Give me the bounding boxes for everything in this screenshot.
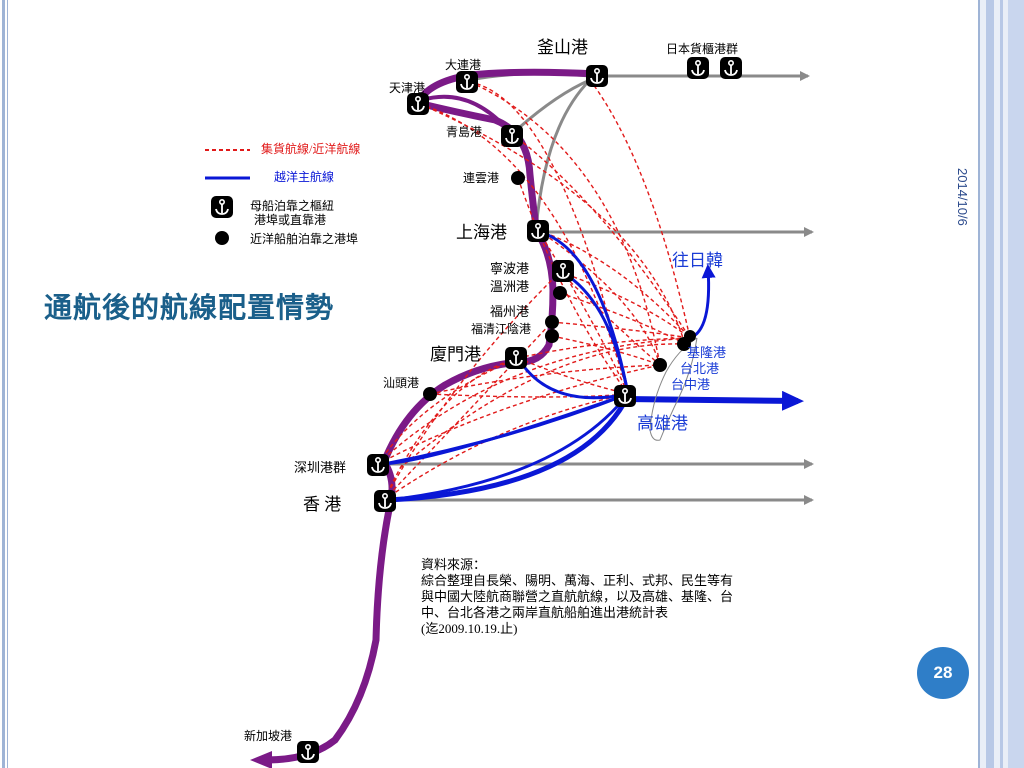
route-busan-shanghai (534, 78, 592, 231)
legend-hub-label-2: 港埠或直靠港 (254, 213, 326, 227)
label-lianyungang: 連雲港 (463, 171, 499, 185)
anchor-icon-hongkong (373, 489, 397, 513)
label-japan-group: 日本貨櫃港群 (666, 41, 738, 56)
label-busan: 釜山港 (537, 38, 588, 57)
label-shantou: 汕頭港 (383, 376, 419, 390)
anchor-icon-busan (585, 64, 609, 88)
label-fuqing: 福清江陰港 (471, 321, 531, 336)
anchor-icon-shanghai (526, 219, 550, 243)
route-busan-qingdao (510, 78, 591, 136)
source-note-line-3: 中、台北各港之兩岸直航船舶進出港統計表 (421, 605, 669, 620)
hub-port-icons (296, 56, 743, 764)
right-side-band (978, 0, 1024, 768)
port-labels: 釜山港 日本貨櫃港群 大連港 天津港 青島港 連雲港 上海港 寧波港 溫洲港 福… (244, 38, 738, 743)
blue-ocean-routes (383, 230, 804, 503)
source-note-line-4: (迄2009.10.19.止) (421, 621, 518, 636)
port-dot-taipei (684, 330, 696, 342)
red-dashed-routes (377, 79, 691, 501)
taiwan-outline (649, 337, 698, 441)
label-ningbo: 寧波港 (490, 261, 529, 276)
label-shanghai: 上海港 (456, 223, 507, 242)
port-dot-fuqing (545, 329, 559, 343)
page-number: 28 (933, 663, 953, 682)
label-wenzhou: 溫洲港 (490, 279, 529, 294)
source-note-line-2: 與中國大陸航商聯營之直航航線，以及高雄、基隆、台 (421, 589, 734, 604)
legend-ocean-label: 越洋主航線 (274, 169, 334, 184)
legend-regional-label: 近洋船舶泊靠之港埠 (250, 231, 358, 246)
anchor-icon-qingdao (500, 124, 524, 148)
port-dot-wenzhou (553, 286, 567, 300)
label-qingdao: 青島港 (446, 124, 482, 139)
page-number-badge: 28 (917, 647, 969, 699)
source-note-line-1: 綜合整理自長榮、陽明、萬海、正利、式邦、民生等有 (421, 573, 734, 588)
legend: 集貨航線/近洋航線 越洋主航線 母船泊靠之樞紐 港埠或直靠港 近洋船舶泊靠之港埠 (205, 141, 360, 246)
slide-date: 2014/10/6 (955, 168, 970, 226)
label-tianjin: 天津港 (389, 81, 425, 95)
slide-title: 通航後的航線配置情勢 (44, 291, 335, 324)
legend-anchor-icon (210, 195, 234, 219)
port-dot-taichung (653, 358, 667, 372)
source-note-heading: 資料來源： (421, 557, 487, 572)
anchor-icon-tianjin (406, 92, 430, 116)
label-taipei: 台北港 (680, 361, 719, 376)
label-singapore: 新加坡港 (244, 728, 292, 743)
legend-dot-icon (215, 231, 229, 245)
label-to-japan-korea: 往日韓 (672, 251, 723, 270)
legend-hub-label-1: 母船泊靠之樞紐 (250, 198, 334, 213)
anchor-icon-dalian (455, 70, 479, 94)
label-keelung: 基隆港 (687, 345, 726, 360)
anchor-icon-shenzhen (366, 453, 390, 477)
anchor-icon-ningbo (551, 259, 575, 283)
label-dalian: 大連港 (445, 58, 481, 72)
port-dot-fuzhou (545, 315, 559, 329)
label-taichung: 台中港 (671, 377, 710, 392)
regional-port-dots (423, 171, 696, 401)
label-fuzhou: 福州港 (490, 304, 529, 319)
left-border-decoration (0, 0, 12, 768)
anchor-icon-japan-2 (719, 56, 743, 80)
anchor-icon-japan-1 (686, 56, 710, 80)
label-hongkong: 香 港 (303, 495, 341, 514)
anchor-icon-xiamen (504, 346, 528, 370)
port-dot-lianyungang (511, 171, 525, 185)
anchor-icon-kaohsiung (613, 384, 637, 408)
source-note: 資料來源： 綜合整理自長榮、陽明、萬海、正利、式邦、民生等有 與中國大陸航商聯營… (421, 557, 821, 637)
label-shenzhen: 深圳港群 (294, 460, 346, 475)
purple-main-route (250, 68, 602, 768)
label-xiamen: 廈門港 (430, 345, 481, 364)
legend-feeder-label: 集貨航線/近洋航線 (261, 141, 360, 156)
label-kaohsiung: 高雄港 (637, 414, 688, 433)
port-dot-shantou (423, 387, 437, 401)
anchor-icon-singapore (296, 740, 320, 764)
